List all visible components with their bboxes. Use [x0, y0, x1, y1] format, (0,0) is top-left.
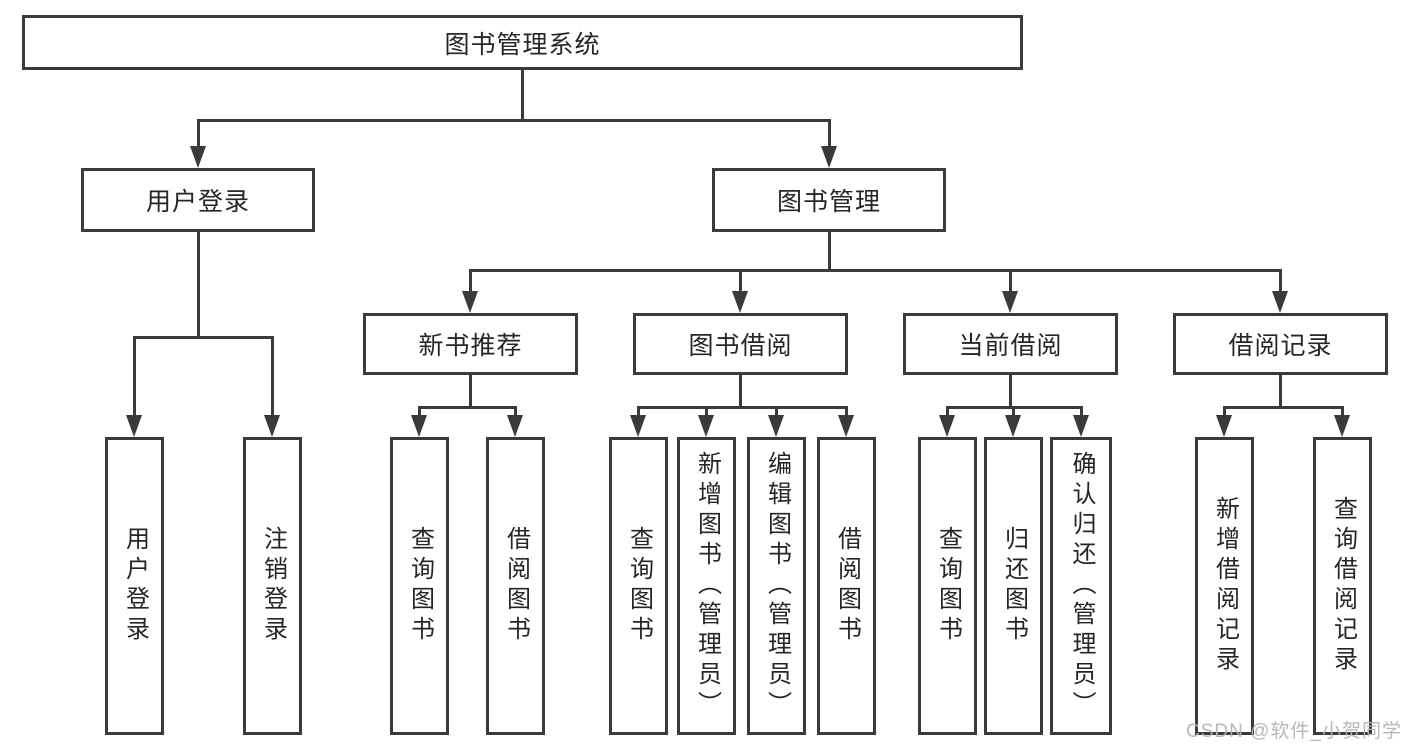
connector-book-mgmt-drop: [828, 119, 831, 146]
connector-leaf-drop: [775, 406, 778, 415]
connector-user-leaf1-drop: [133, 336, 136, 415]
connector-records-stem: [1279, 375, 1282, 406]
leaf-user-login: 用户登录: [105, 437, 164, 735]
csdn-watermark: CSDN @软件_小贺同学: [1186, 721, 1402, 742]
leaf-query-books-3: 查询图书: [918, 437, 977, 735]
connector-l3-drop: [469, 269, 472, 291]
arrow-down-icon: [1002, 291, 1018, 313]
connector-l3-drop: [1009, 269, 1012, 291]
connector-user-leaf2-drop: [271, 336, 274, 415]
connector-leaf-drop: [1080, 406, 1083, 415]
connector-borrow-bar: [637, 406, 848, 409]
connector-leaf-drop: [514, 406, 517, 415]
connector-newbook-stem: [469, 375, 472, 406]
leaf-return-books: 归还图书: [984, 437, 1043, 735]
connector-user-stem: [197, 232, 200, 336]
connector-l3-drop: [1279, 269, 1282, 291]
leaf-logout: 注销登录: [243, 437, 302, 735]
connector-leaf-drop: [946, 406, 949, 415]
connector-borrow-stem: [739, 375, 742, 406]
connector-l3-drop: [739, 269, 742, 291]
arrow-down-icon: [1216, 415, 1232, 437]
node-book-borrowing: 图书借阅: [633, 313, 848, 375]
leaf-add-borrow-record: 新增借阅记录: [1195, 437, 1254, 735]
node-new-book-recommend: 新书推荐: [363, 313, 578, 375]
arrow-down-icon: [411, 415, 427, 437]
node-library-system: 图书管理系统: [22, 15, 1023, 70]
node-borrowing-records: 借阅记录: [1173, 313, 1388, 375]
connector-current-stem: [1009, 375, 1012, 406]
arrow-down-icon: [462, 291, 478, 313]
node-user-login: 用户登录: [81, 168, 315, 232]
connector-book-bar: [469, 269, 1282, 272]
arrow-down-icon: [630, 415, 646, 437]
connector-leaf-drop: [1341, 406, 1344, 415]
node-current-borrowing: 当前借阅: [903, 313, 1118, 375]
leaf-borrow-books-2: 借阅图书: [817, 437, 876, 735]
connector-leaf-drop: [1223, 406, 1226, 415]
leaf-query-books-2: 查询图书: [609, 437, 668, 735]
connector-leaf-drop: [637, 406, 640, 415]
connector-user-login-drop: [197, 119, 200, 146]
leaf-query-borrow-record: 查询借阅记录: [1313, 437, 1372, 735]
connector-leaf-drop: [1012, 406, 1015, 415]
arrow-down-icon: [126, 415, 142, 437]
arrow-down-icon: [507, 415, 523, 437]
arrow-down-icon: [264, 415, 280, 437]
connector-user-bar: [133, 336, 274, 339]
arrow-down-icon: [1005, 415, 1021, 437]
connector-leaf-drop: [418, 406, 421, 415]
connector-root-stem: [521, 70, 524, 119]
leaf-add-book-admin: 新增图书（管理员）: [677, 437, 736, 735]
leaf-borrow-books-1: 借阅图书: [486, 437, 545, 735]
arrow-down-icon: [939, 415, 955, 437]
arrow-down-icon: [821, 146, 837, 168]
connector-leaf-drop: [705, 406, 708, 415]
leaf-edit-book-admin: 编辑图书（管理员）: [747, 437, 806, 735]
arrow-down-icon: [190, 146, 206, 168]
arrow-down-icon: [768, 415, 784, 437]
connector-book-stem: [828, 232, 831, 270]
leaf-query-books-1: 查询图书: [390, 437, 449, 735]
arrow-down-icon: [1334, 415, 1350, 437]
arrow-down-icon: [838, 415, 854, 437]
connector-leaf-drop: [845, 406, 848, 415]
connector-root-bar: [197, 119, 831, 122]
node-book-management: 图书管理: [712, 168, 946, 232]
arrow-down-icon: [1073, 415, 1089, 437]
arrow-down-icon: [732, 291, 748, 313]
leaf-confirm-return-admin: 确认归还（管理员）: [1050, 437, 1112, 735]
arrow-down-icon: [1272, 291, 1288, 313]
connector-records-bar: [1223, 406, 1344, 409]
connector-newbook-bar: [418, 406, 517, 409]
arrow-down-icon: [698, 415, 714, 437]
